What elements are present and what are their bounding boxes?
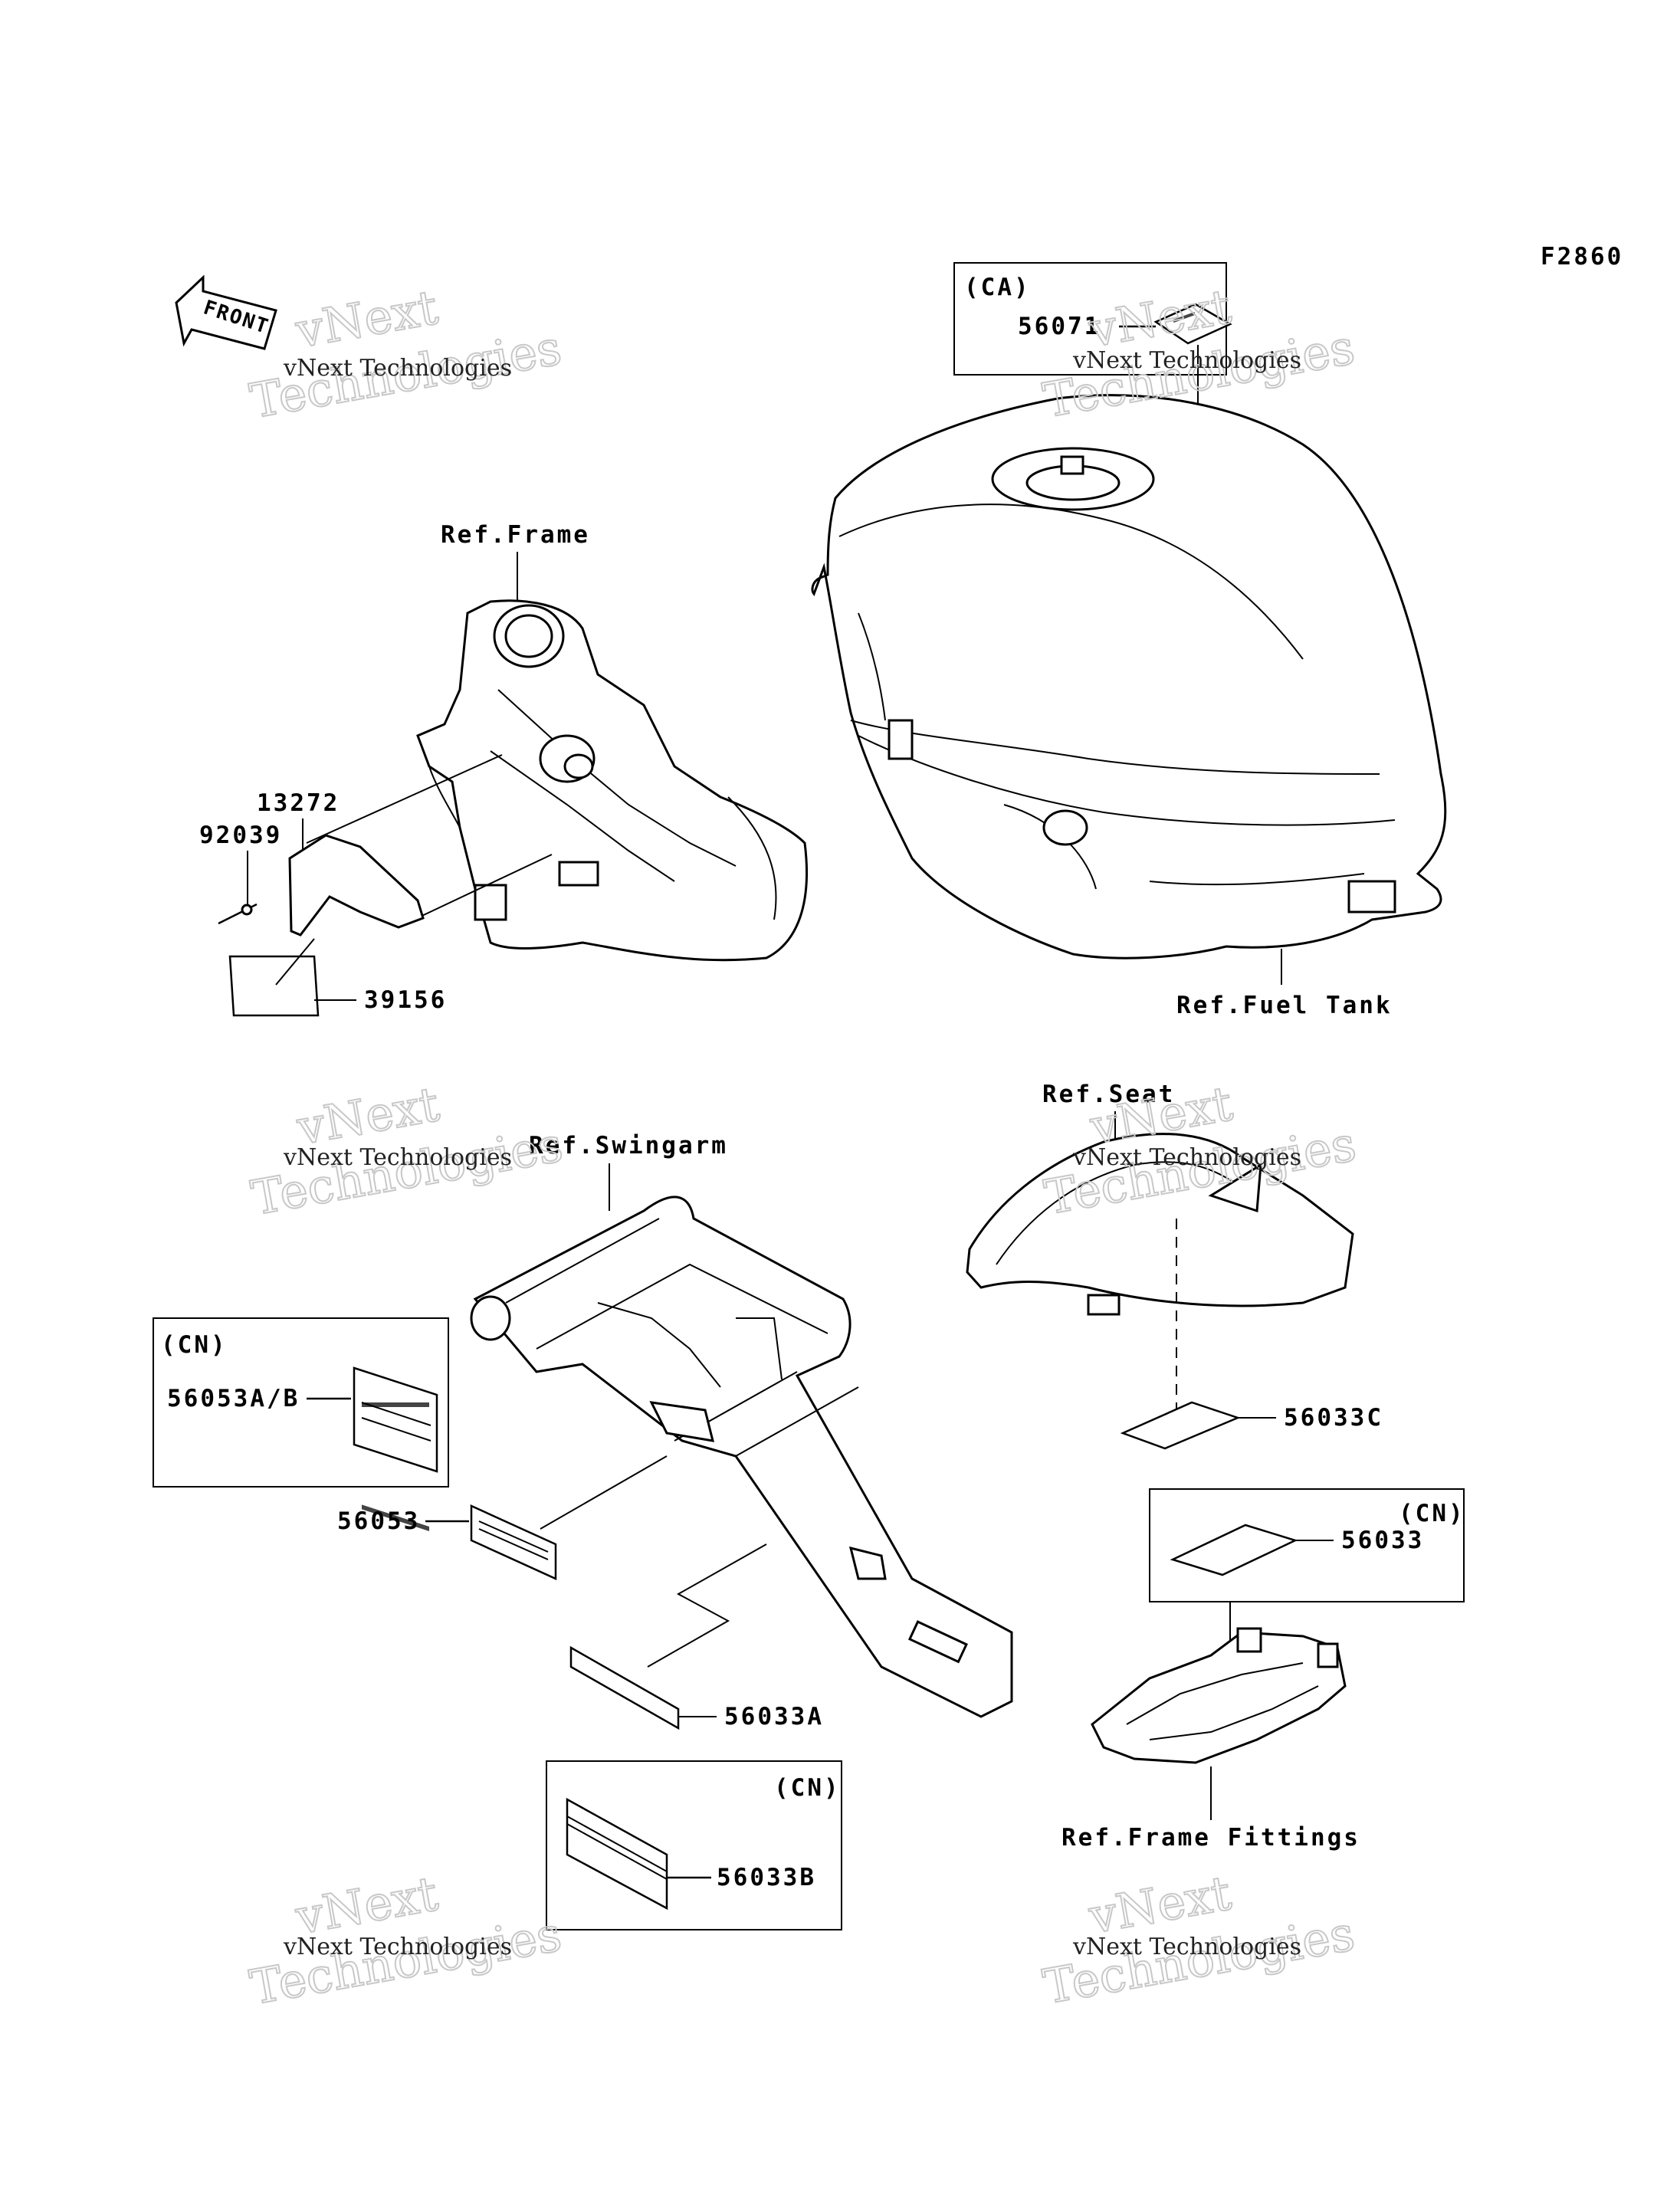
ref-frame-fittings: Ref.Frame Fittings <box>1061 1824 1360 1852</box>
part-56071: 56071 <box>1018 313 1101 340</box>
part-92039: 92039 <box>199 822 282 849</box>
ref-fuel-tank: Ref.Fuel Tank <box>1176 992 1393 1019</box>
label-56033-drawing <box>1170 1524 1298 1576</box>
cn-box-2: (CN) 56033 <box>1149 1488 1465 1602</box>
watermark-5: vNext Technologies <box>245 1865 566 2016</box>
part-56053ab: 56053A/B <box>167 1385 300 1412</box>
swingarm-drawing <box>470 1196 1013 1718</box>
cn-box-3: (CN) 56033B <box>546 1760 842 1930</box>
part-56033c: 56033C <box>1284 1404 1383 1432</box>
ref-swingarm: Ref.Swingarm <box>529 1132 728 1160</box>
part-13272: 13272 <box>257 789 340 817</box>
seat-drawing <box>966 1133 1354 1316</box>
figure-code: F2860 <box>1541 243 1623 271</box>
cn-box-1: (CN) 56053A/B <box>153 1317 449 1531</box>
label-39156-drawing <box>228 955 320 1017</box>
leader-13272-a <box>306 754 503 844</box>
cn-box-3-label: (CN) <box>774 1774 841 1802</box>
label-56033a-drawing <box>569 1645 680 1730</box>
frame-drawing <box>416 599 808 962</box>
cn-box-1-label: (CN) <box>161 1331 228 1359</box>
part-56033a: 56033A <box>724 1703 824 1730</box>
leader-13272-b <box>413 854 553 920</box>
label-56053ab-drawing <box>353 1366 438 1473</box>
label-56033c-drawing <box>1120 1401 1241 1450</box>
cn-box-2-label: (CN) <box>1399 1500 1465 1527</box>
watermark-6-line1: vNext Technologies <box>1072 1934 1301 1960</box>
fuel-tank-drawing <box>811 394 1447 959</box>
bracket-13272-drawing <box>288 834 425 936</box>
watermark-3-line1: vNext Technologies <box>283 1144 512 1171</box>
part-56033b: 56033B <box>717 1864 816 1891</box>
watermark-6: vNext Technologies <box>1039 1864 1360 2016</box>
watermark-2-line1: vNext Technologies <box>1072 347 1301 374</box>
label-56053-drawing <box>470 1504 557 1580</box>
watermark-5-line1: vNext Technologies <box>283 1934 512 1960</box>
part-56053: 56053 <box>337 1507 420 1535</box>
leader-56033a <box>647 1543 767 1668</box>
part-39156: 39156 <box>364 986 447 1014</box>
label-56033b-drawing <box>566 1797 668 1911</box>
ref-frame: Ref.Frame <box>441 521 590 549</box>
leader-56053 <box>540 1455 668 1530</box>
front-arrow-icon: FRONT <box>175 274 277 350</box>
watermark-4-line1: vNext Technologies <box>1072 1144 1301 1171</box>
ca-box: (CA) 56071 <box>953 262 1232 376</box>
part-56033: 56033 <box>1341 1527 1424 1554</box>
watermark-2: vNext Technologies <box>1039 277 1360 429</box>
label-56071-graphic <box>1173 311 1196 323</box>
ref-seat: Ref.Seat <box>1042 1081 1175 1108</box>
ca-box-label: (CA) <box>964 274 1031 301</box>
frame-fittings-drawing <box>1091 1627 1347 1764</box>
watermark-1-line1: vNext Technologies <box>283 355 512 382</box>
watermark-3: vNext Technologies <box>247 1075 568 1227</box>
watermark-1: vNext Technologies <box>245 278 566 430</box>
